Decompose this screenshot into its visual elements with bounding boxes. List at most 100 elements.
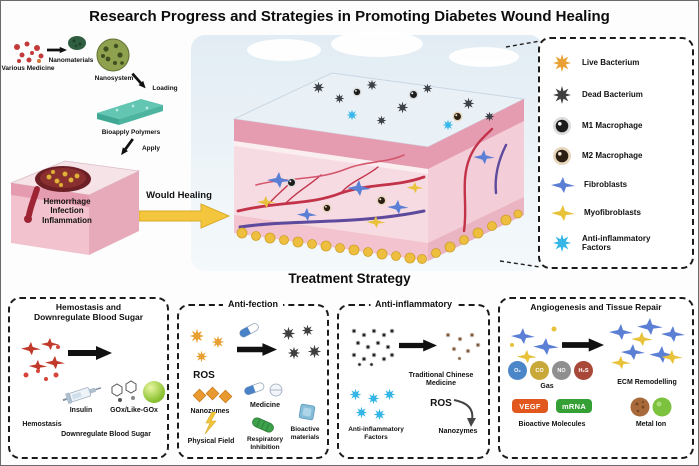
arrow-icon [68,345,112,361]
bioactive-molecules-label: Bioactive Molecules [518,421,586,428]
hemostasis-cells-icon [21,337,65,381]
ecm-remodelling-label: ECM Remodelling [617,379,677,386]
gas-label: Gas [540,383,554,390]
panel-title-line1: Hemostasis and [55,302,122,312]
medicine-icons [244,382,283,397]
nanomaterials-label: Nanomaterials [48,57,94,64]
legend-label: M2 Macrophage [582,151,643,161]
metal-ion-icons [630,397,672,417]
apply-label: Apply [141,145,161,152]
gox-molecule-icon [111,380,137,402]
panel-title: Anti-inflammatory [369,299,458,309]
tcm-label: Traditional Chinese Medicine [408,372,474,388]
nanozymes-icon [192,386,233,404]
metal-ion-label: Metal Ion [635,421,667,428]
hemostasis-label: Hemostasis [22,421,62,428]
live-bacterium-icon [553,54,571,72]
nanosystem-icon [96,38,130,72]
anti-inflammatory-factor-icons [349,388,396,421]
o2-label: O₂ [514,367,521,374]
panel-anti-inflammatory: Anti-inflammatory Traditional Chinese Me… [337,299,490,459]
no-gas-icon: NO [552,361,571,380]
anti-inflammatory-factor-icon [553,234,571,252]
insulin-label: Insulin [69,407,93,414]
wound-block-illustration [9,160,141,255]
respiratory-inhibition-icon [252,417,274,433]
reduced-cells-icons [445,332,481,361]
legend-label: Dead Bacterium [582,90,643,100]
hemorrhage-label: Hemorrhage [43,197,91,206]
inflammation-label: Inflammation [42,215,92,225]
gox-sphere-icon [143,381,165,403]
skin-block-illustration [232,72,526,264]
downregulate-label: Downregulate Blood Sugar [61,431,151,438]
m1-macrophage-icon [553,117,571,135]
legend-label: Fibroblasts [584,180,628,190]
page-title: Research Progress and Strategies in Prom… [89,8,610,25]
ros-label: ROS [193,370,215,381]
fibroblast-icon [551,177,575,193]
legend-item-m2-macrophage: M2 Macrophage [550,146,686,166]
fibroblast-cluster-icons [510,326,559,364]
bioactive-materials-label: Bioactive materials [290,426,320,441]
no-label: NO [557,367,566,374]
cloud [247,39,321,61]
curved-arrow-icon [453,399,476,427]
nanosystem-label: Nanosystem [94,75,134,82]
mrna-pill: mRNA [556,399,592,413]
cloud [449,47,519,67]
treatment-strategy-title: Treatment Strategy [288,271,411,286]
legend-label: Anti-inflammatory Factors [582,233,651,252]
legend-connector-lines [499,40,541,268]
panel-title: Angiogenesis and Tissue Repair [530,302,662,312]
various-medicine-icon [14,41,44,63]
legend-box: Live Bacterium Dead Bacterium M1 Macroph… [538,37,694,269]
legend-label: Myofibroblasts [584,208,641,218]
gox-label: GOx/Like-GOx [110,407,158,414]
co-label: CO [535,367,544,374]
legend-label: M1 Macrophage [582,121,643,131]
respiratory-inhibition-label: Respiratory Inhibition [246,436,284,451]
vegf-pill: VEGF [512,399,548,413]
panel-title: Hemostasis and Downregulate Blood Sugar [10,302,167,322]
gas-icons: O₂ CO NO H₂S [508,361,593,380]
panel-anti-fection: Anti-fection ROS Nanozymes [177,299,329,459]
co-gas-icon: CO [530,361,549,380]
bioactive-material-icon [298,403,316,421]
panel-hemostasis: Hemostasis and Downregulate Blood Sugar … [8,297,169,459]
medicine-label: Medicine [250,402,280,409]
legend-item-fibroblasts: Fibroblasts [550,176,686,194]
legend-item-anti-inflammatory-factors: Anti-inflammatory Factors [550,232,686,254]
cloud [331,31,423,57]
anti-inflammatory-factors-label: Anti-inflammatory Factors [348,426,404,441]
legend-item-live-bacterium: Live Bacterium [550,52,686,74]
panel-angiogenesis: Angiogenesis and Tissue Repair ECM Remod… [498,297,694,459]
legend-label: Live Bacterium [582,58,640,68]
dead-bacteria-icons [281,324,322,360]
h2s-gas-icon: H₂S [574,361,593,380]
nanozymes-label: Nanozymes [190,408,230,415]
wound-state-labels: Hemorrhage Infection Inflammation [17,197,117,225]
panel-title: Anti-fection [223,299,283,309]
arrow-icon [237,342,277,357]
lightning-icon [204,412,217,435]
capsule-icon [239,323,259,338]
myofibroblast-icon [551,205,575,221]
arrow-icon [399,338,437,353]
would-healing-arrow-icon [139,203,231,229]
physical-field-label: Physical Field [187,438,235,445]
live-bacteria-icons [189,328,225,363]
would-healing-label: Would Healing [146,190,212,201]
inflammatory-cells-icons [351,328,395,367]
m2-macrophage-icon [553,147,571,165]
legend-item-dead-bacterium: Dead Bacterium [550,84,686,106]
ecm-remodelling-icons [609,318,685,370]
legend-item-m1-macrophage: M1 Macrophage [550,116,686,136]
insulin-syringe-icon [62,387,102,405]
panel-title-line2: Downregulate Blood Sugar [33,312,144,323]
infection-label: Infection [50,206,84,216]
nanozymes-label: Nanozymes [438,428,478,435]
various-medicine-label: Various Medicine [1,65,55,72]
legend-item-myofibroblasts: Myofibroblasts [550,204,686,222]
